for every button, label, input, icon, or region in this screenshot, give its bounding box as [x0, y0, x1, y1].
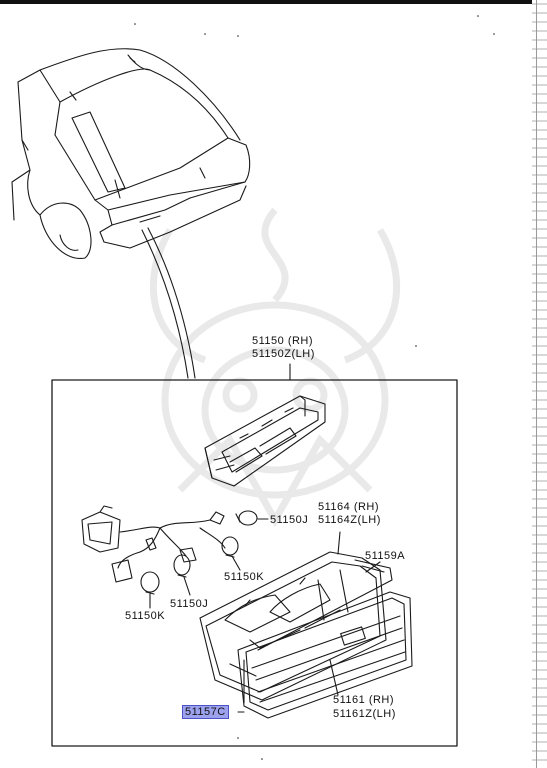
label-51164-rh: 51164 (RH) — [318, 501, 380, 513]
label-51157c-highlighted[interactable]: 51157C — [182, 705, 229, 719]
label-51161-rh: 51161 (RH) — [333, 694, 395, 706]
label-51150j-upper: 51150J — [270, 514, 309, 526]
label-51161-lh: 51161Z(LH) — [333, 708, 396, 720]
wiring-harness — [81, 505, 226, 583]
lamp-housing — [204, 395, 326, 487]
label-assembly-lh: 51150Z(LH) — [252, 348, 315, 360]
label-51150j-lower: 51150J — [170, 598, 209, 610]
car-illustration — [11, 48, 251, 259]
top-border — [0, 0, 547, 4]
label-assembly-rh: 51150 (RH) — [252, 335, 314, 347]
gasket — [257, 559, 393, 651]
leader-car-to-box — [147, 227, 196, 379]
lamp-lens — [199, 551, 387, 701]
label-51159a: 51159A — [365, 550, 406, 562]
label-51150k-lower: 51150K — [125, 610, 166, 622]
label-51150k-upper: 51150K — [224, 571, 265, 583]
page-edge — [532, 0, 547, 768]
label-51164-lh: 51164Z(LH) — [318, 514, 381, 526]
grille-finisher — [237, 591, 413, 719]
assembly-frame — [51, 379, 458, 747]
